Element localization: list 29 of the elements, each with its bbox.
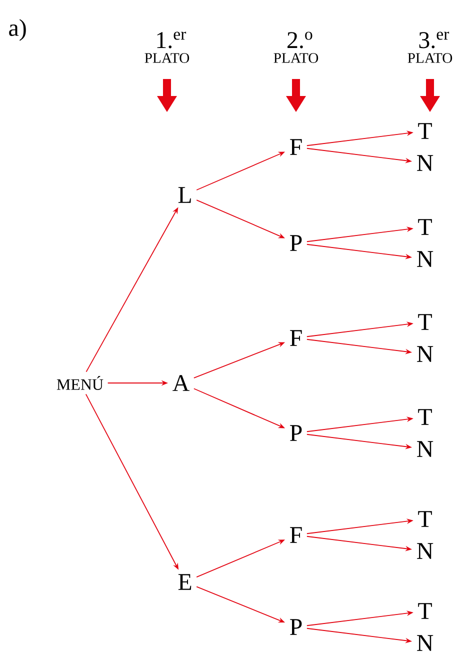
tree-letter: P — [290, 425, 302, 441]
tree-letter: N — [417, 441, 434, 457]
root-label: MENÚ — [56, 376, 104, 390]
part-label: a) — [9, 19, 26, 41]
tree-letter: T — [418, 603, 432, 619]
tree-letter: P — [290, 619, 302, 635]
tree-letter: N — [417, 346, 434, 362]
tree-letter: E — [178, 574, 192, 590]
tree-letter: N — [417, 543, 434, 559]
column-heading: 1.$^{er}$ — [157, 32, 186, 48]
column-heading: PLATO — [144, 53, 190, 63]
tree-letter: F — [290, 527, 302, 543]
tree-letter: T — [418, 123, 432, 139]
column-heading: PLATO — [408, 53, 452, 63]
tree-letter: F — [290, 330, 302, 346]
tree-letter: N — [417, 251, 434, 267]
tree-letter: T — [418, 314, 432, 330]
tree-letter: T — [418, 409, 432, 425]
tree-letter: T — [418, 219, 432, 235]
tree-letter: N — [417, 155, 434, 171]
tree-letter: T — [418, 511, 432, 527]
tree-letter: P — [290, 235, 302, 251]
column-heading: 2.$^{o}$ — [288, 32, 312, 48]
tree-letter: F — [290, 139, 302, 155]
tree-letter: L — [178, 187, 191, 203]
tree-letter: N — [417, 635, 434, 651]
tree-letter: A — [172, 375, 190, 391]
column-heading: 3.$^{er}$ — [419, 32, 450, 48]
column-heading: PLATO — [274, 53, 318, 63]
